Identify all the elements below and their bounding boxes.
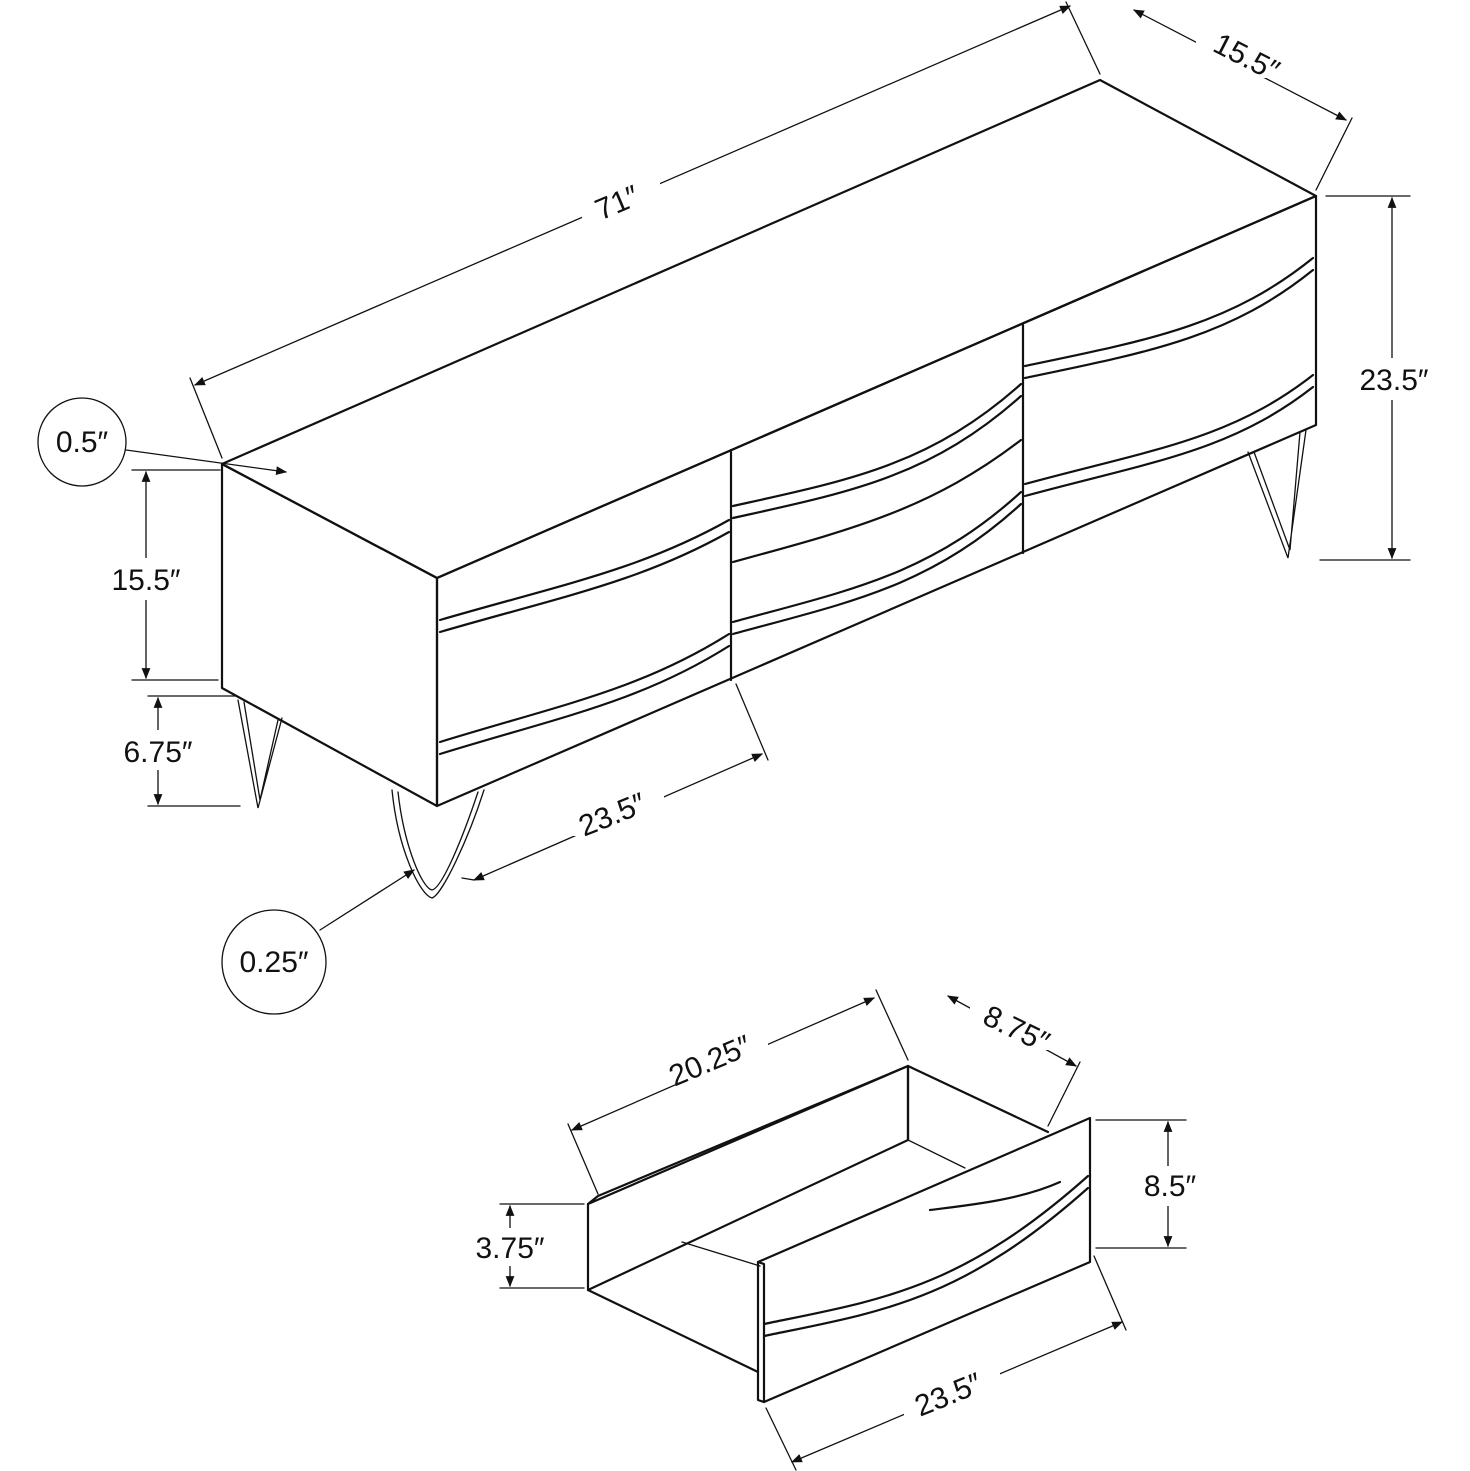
drawer-left-side xyxy=(586,1064,910,1292)
left-section-groove-top xyxy=(438,518,731,622)
leg-front-right xyxy=(1247,429,1307,559)
drawer-depth-label-bg xyxy=(970,1006,1052,1050)
drawer-illustration xyxy=(586,1064,1092,1404)
middle-section-groove-3 xyxy=(731,490,1023,624)
leg-height-label: 6.75″ xyxy=(123,736,192,769)
drawer-depth-extension-right xyxy=(1047,1061,1081,1127)
body-height-label: 15.5″ xyxy=(111,564,180,597)
width-extension-right xyxy=(1065,1,1101,75)
cabinet-top xyxy=(220,78,1318,580)
section-width-extension-left xyxy=(461,877,475,881)
body-height-label-bg xyxy=(100,558,192,600)
cabinet-left-side xyxy=(220,462,439,808)
cabinet-dimensions: 71″ 15.5″ 23.5″ 0.5″ 15.5″ 6.75″ 23 xyxy=(37,1,1438,1015)
drawer-side-height-label-bg xyxy=(466,1228,556,1266)
depth-extension-right xyxy=(1315,117,1353,191)
drawer-side-height-label: 3.75″ xyxy=(475,1232,544,1265)
drawer-dimensions: 20.25″ 8.75″ 8.5″ 3.75″ 23.5″ xyxy=(466,989,1206,1471)
drawer-inner-wave xyxy=(928,1180,1062,1212)
right-section-groove-bottom xyxy=(1023,373,1315,486)
drawer-length-extension-left xyxy=(567,1123,599,1195)
section-width-label-bg xyxy=(570,790,664,836)
drawer-height-label: 8.5″ xyxy=(1144,1170,1197,1203)
drawer-length-label-bg xyxy=(662,1036,768,1082)
tv-stand-cabinet xyxy=(220,78,1318,899)
drawer-width-extension-left xyxy=(765,1407,797,1471)
height-label-bg xyxy=(1350,358,1438,400)
middle-section-groove-3-edge xyxy=(731,502,1023,636)
drawer-width-extension-right xyxy=(1093,1255,1127,1331)
cabinet-front xyxy=(435,194,1318,808)
middle-section-groove-1-edge xyxy=(731,394,1023,520)
left-section-groove-bottom xyxy=(438,632,731,744)
left-section-groove-bottom-edge xyxy=(438,644,731,756)
right-section-groove-bottom-edge xyxy=(1023,385,1315,498)
height-label: 23.5″ xyxy=(1359,364,1428,397)
drawer-front-groove xyxy=(762,1174,1090,1326)
middle-section-groove-1 xyxy=(731,382,1023,508)
left-section-groove-top-edge xyxy=(438,530,731,634)
leg-front-left xyxy=(391,789,485,899)
drawer-floor-edge xyxy=(681,1139,966,1267)
leg-thickness-bubble xyxy=(221,909,327,1015)
drawer-right-bottom xyxy=(586,1288,760,1374)
drawer-front-face-thickness xyxy=(756,1260,766,1404)
top-thickness-bubble xyxy=(37,397,127,487)
leg-back-left xyxy=(237,699,283,809)
drawer-length-extension-right xyxy=(875,989,909,1061)
drawer-front-face xyxy=(756,1116,1092,1404)
middle-section-groove-2 xyxy=(731,438,1023,564)
leg-height-label-bg xyxy=(110,730,206,770)
right-section-groove-top xyxy=(1023,256,1315,368)
width-extension-left xyxy=(189,377,223,459)
section-width-extension-right xyxy=(735,683,769,761)
leg-thickness-label: 0.25″ xyxy=(239,946,308,979)
drawer-width-label-bg xyxy=(904,1370,1000,1416)
top-thickness-leader xyxy=(125,449,288,476)
top-thickness-label: 0.5″ xyxy=(56,426,109,459)
depth-label-bg xyxy=(1196,30,1286,78)
drawer-back-panel xyxy=(906,1064,1050,1134)
leg-thickness-leader xyxy=(319,869,415,931)
width-label-bg xyxy=(582,180,660,224)
drawer-height-label-bg xyxy=(1134,1166,1206,1206)
right-section-groove-top-edge xyxy=(1023,268,1315,380)
